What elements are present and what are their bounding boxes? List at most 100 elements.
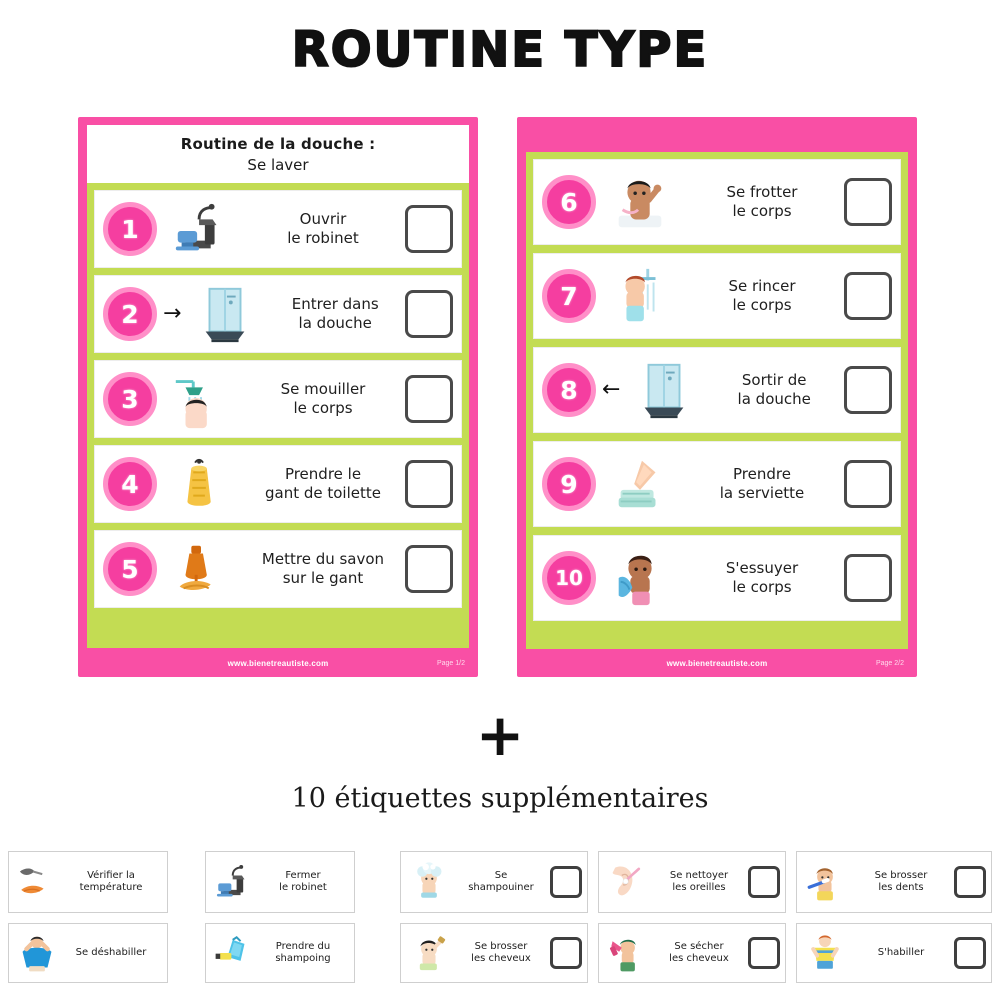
card-footer: www.bienetreautiste.com Page 2/2 bbox=[526, 655, 908, 671]
towel-stack-icon bbox=[600, 450, 680, 518]
step-number-badge: 3 bbox=[103, 372, 157, 426]
step-label-line2: gant de toilette bbox=[264, 484, 381, 502]
ear-cleaning-icon bbox=[604, 860, 650, 904]
undress-child-icon bbox=[14, 931, 60, 975]
extra-label-line1: Se sécher bbox=[674, 940, 724, 952]
arrow-left-icon: ← bbox=[602, 377, 621, 402]
step-label-line2: sur le gant bbox=[282, 569, 364, 587]
extra-label-line1: Se brosser bbox=[874, 869, 928, 881]
plus-icon: + bbox=[475, 701, 525, 769]
card-footer: www.bienetreautiste.com Page 1/2 bbox=[87, 655, 469, 671]
step-number-badge: 2 bbox=[103, 287, 157, 341]
step-label-line1: S'essuyer bbox=[725, 559, 799, 578]
extra-label-line1: Se nettoyer bbox=[669, 869, 729, 881]
step-label-line2: le robinet bbox=[287, 229, 359, 247]
extra-label-line1: Vérifier la bbox=[87, 869, 135, 881]
step-checkbox[interactable] bbox=[844, 554, 892, 602]
step-label-line1: Se frotter bbox=[726, 183, 798, 202]
step-number-badge: 7 bbox=[542, 269, 596, 323]
step-checkbox[interactable] bbox=[405, 290, 453, 338]
extra-label-checkbox[interactable] bbox=[954, 866, 986, 898]
toothbrush-child-icon bbox=[802, 860, 848, 904]
step-checkbox[interactable] bbox=[405, 205, 453, 253]
extra-label-line2: shampouiner bbox=[468, 882, 534, 893]
routine-card-page-1: Routine de la douche : Se laver 1 Ouvrir… bbox=[78, 117, 478, 677]
step-label-line2: la douche bbox=[298, 314, 372, 332]
extra-label-card: Se déshabiller bbox=[8, 923, 168, 983]
step-number-badge: 9 bbox=[542, 457, 596, 511]
child-scrubbing-icon bbox=[600, 168, 680, 236]
extra-label-checkbox[interactable] bbox=[550, 937, 582, 969]
step-checkbox[interactable] bbox=[405, 375, 453, 423]
faucet-icon bbox=[211, 860, 257, 904]
shower-cabin-icon bbox=[185, 280, 265, 348]
step-number-badge: 6 bbox=[542, 175, 596, 229]
step-label-line2: la serviette bbox=[719, 484, 805, 502]
step-label-line1: Prendre bbox=[733, 465, 791, 484]
step-label-line1: Prendre le bbox=[284, 465, 362, 484]
extra-label-line1: Se bbox=[494, 869, 508, 881]
extra-label-checkbox[interactable] bbox=[550, 866, 582, 898]
extra-label-line1: Prendre du bbox=[275, 940, 331, 952]
extra-label-checkbox[interactable] bbox=[748, 866, 780, 898]
extra-label-line2: les dents bbox=[878, 882, 924, 893]
shampoo-hair-icon bbox=[406, 860, 452, 904]
step-checkbox[interactable] bbox=[844, 178, 892, 226]
extra-label-line2: température bbox=[79, 882, 143, 893]
extra-label-line1: S'habiller bbox=[877, 946, 925, 958]
extra-label-checkbox[interactable] bbox=[954, 937, 986, 969]
extras-subtitle: 10 étiquettes supplémentaires bbox=[291, 783, 709, 814]
footer-website: www.bienetreautiste.com bbox=[666, 658, 768, 668]
footer-page-number: Page 1/2 bbox=[436, 659, 465, 667]
hairbrush-child-icon bbox=[406, 931, 452, 975]
extra-label-line2: les cheveux bbox=[669, 953, 729, 964]
footer-website: www.bienetreautiste.com bbox=[227, 658, 329, 668]
extra-label-line2: shampoing bbox=[275, 953, 331, 964]
page-title: ROUTINE TYPE bbox=[291, 21, 709, 79]
step-label-line2: le corps bbox=[293, 399, 353, 417]
step-label-line1: Se mouiller bbox=[280, 380, 366, 399]
step-checkbox[interactable] bbox=[844, 272, 892, 320]
step-checkbox[interactable] bbox=[844, 366, 892, 414]
step-checkbox[interactable] bbox=[405, 545, 453, 593]
extra-label-line2: le robinet bbox=[279, 882, 327, 893]
step-label-line2: le corps bbox=[732, 578, 792, 596]
extra-label-text: Se déshabiller bbox=[60, 947, 162, 960]
extra-label-card: S'habiller bbox=[796, 923, 992, 983]
step-number-badge: 1 bbox=[103, 202, 157, 256]
step-number-badge: 4 bbox=[103, 457, 157, 511]
extra-label-line2: les oreilles bbox=[672, 882, 726, 893]
step-label-line2: la douche bbox=[737, 390, 811, 408]
extra-label-checkbox[interactable] bbox=[748, 937, 780, 969]
step-checkbox[interactable] bbox=[405, 460, 453, 508]
step-checkbox[interactable] bbox=[844, 460, 892, 508]
step-label-line1: Ouvrir bbox=[299, 210, 347, 229]
